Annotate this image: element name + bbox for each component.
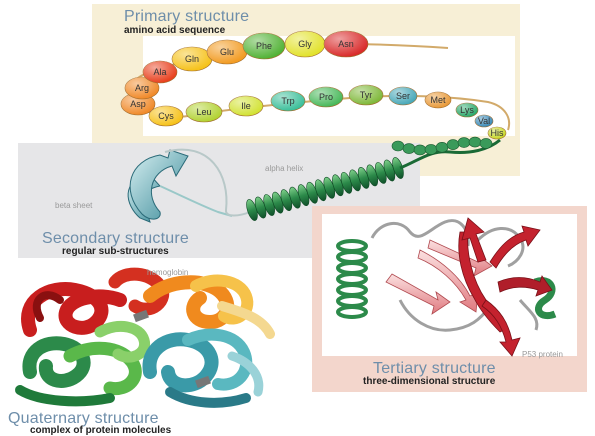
amino-acid-label: Tyr bbox=[360, 90, 373, 100]
amino-acid-label: Val bbox=[478, 116, 490, 126]
amino-acid-label: Ala bbox=[153, 67, 166, 77]
amino-acid-label: Pro bbox=[319, 92, 333, 102]
helix-turn bbox=[338, 263, 366, 273]
helix-turn bbox=[338, 296, 366, 306]
amino-acid-bead: Cys bbox=[149, 106, 183, 126]
hemoglobin-label: hemoglobin bbox=[147, 268, 188, 277]
amino-acid-label: Leu bbox=[196, 107, 211, 117]
amino-acid-bead: Gln bbox=[172, 47, 212, 71]
helix-turn bbox=[480, 138, 492, 148]
helix-turn bbox=[338, 252, 366, 262]
beta-sheet-ribbon bbox=[128, 150, 232, 222]
amino-acid-label: Phe bbox=[256, 41, 272, 51]
primary-helix-coil bbox=[392, 137, 500, 168]
amino-acid-label: Met bbox=[430, 95, 446, 105]
amino-acid-label: Cys bbox=[158, 111, 174, 121]
amino-acid-bead: Trp bbox=[271, 91, 305, 111]
amino-acid-label: Ser bbox=[396, 91, 410, 101]
helix-turn bbox=[392, 141, 404, 151]
amino-acid-label: Ile bbox=[241, 101, 251, 111]
amino-acid-bead: Ser bbox=[389, 87, 417, 105]
amino-acid-bead: Ile bbox=[229, 96, 263, 116]
primary-structure-title: Primary structure bbox=[124, 8, 249, 26]
tertiary-structure-subtitle: three-dimensional structure bbox=[363, 376, 495, 387]
amino-acid-bead: Phe bbox=[243, 33, 285, 59]
alpha-helix-label: alpha helix bbox=[265, 164, 303, 173]
p53-protein-label: P53 protein bbox=[522, 350, 563, 359]
amino-acid-label: Lys bbox=[460, 105, 474, 115]
helix-turn bbox=[436, 142, 448, 152]
amino-acid-label: Asp bbox=[130, 99, 146, 109]
helix-turn bbox=[425, 144, 437, 154]
helix-turn bbox=[338, 307, 366, 317]
amino-acid-bead: Leu bbox=[186, 102, 222, 122]
amino-acid-bead: Val bbox=[475, 115, 493, 127]
helix-turn bbox=[338, 241, 366, 251]
amino-acid-label: Gln bbox=[185, 54, 199, 64]
quaternary-structure-subtitle: complex of protein molecules bbox=[30, 425, 171, 436]
amino-acid-bead: His bbox=[488, 127, 506, 139]
amino-acid-bead: Ala bbox=[143, 61, 177, 83]
helix-turn bbox=[403, 144, 415, 154]
helix-turn bbox=[458, 138, 470, 148]
amino-acid-bead: Met bbox=[425, 92, 451, 108]
quaternary-ribbon bbox=[20, 274, 270, 403]
beta-sheet-label: beta sheet bbox=[55, 201, 92, 210]
secondary-structure-subtitle: regular sub-structures bbox=[62, 246, 169, 257]
amino-acid-bead: Gly bbox=[285, 31, 325, 57]
amino-acid-label: His bbox=[491, 128, 504, 138]
helix-turn bbox=[469, 137, 481, 147]
primary-structure-subtitle: amino acid sequence bbox=[124, 25, 225, 36]
amino-acid-bead: Tyr bbox=[349, 85, 383, 105]
amino-acid-label: Asn bbox=[338, 39, 354, 49]
amino-acid-label: Arg bbox=[135, 83, 149, 93]
amino-acid-bead: Lys bbox=[456, 103, 478, 117]
amino-acid-bead: Asn bbox=[324, 31, 368, 57]
amino-acid-bead: Pro bbox=[309, 87, 343, 107]
helix-turn bbox=[338, 274, 366, 284]
tertiary-ribbon bbox=[338, 218, 555, 356]
helix-turn bbox=[338, 285, 366, 295]
amino-acid-label: Gly bbox=[298, 39, 312, 49]
amino-acid-label: Trp bbox=[281, 96, 294, 106]
helix-turn bbox=[447, 140, 459, 150]
amino-acid-bead: Glu bbox=[207, 40, 247, 64]
amino-acid-label: Glu bbox=[220, 47, 234, 57]
helix-turn bbox=[414, 145, 426, 155]
